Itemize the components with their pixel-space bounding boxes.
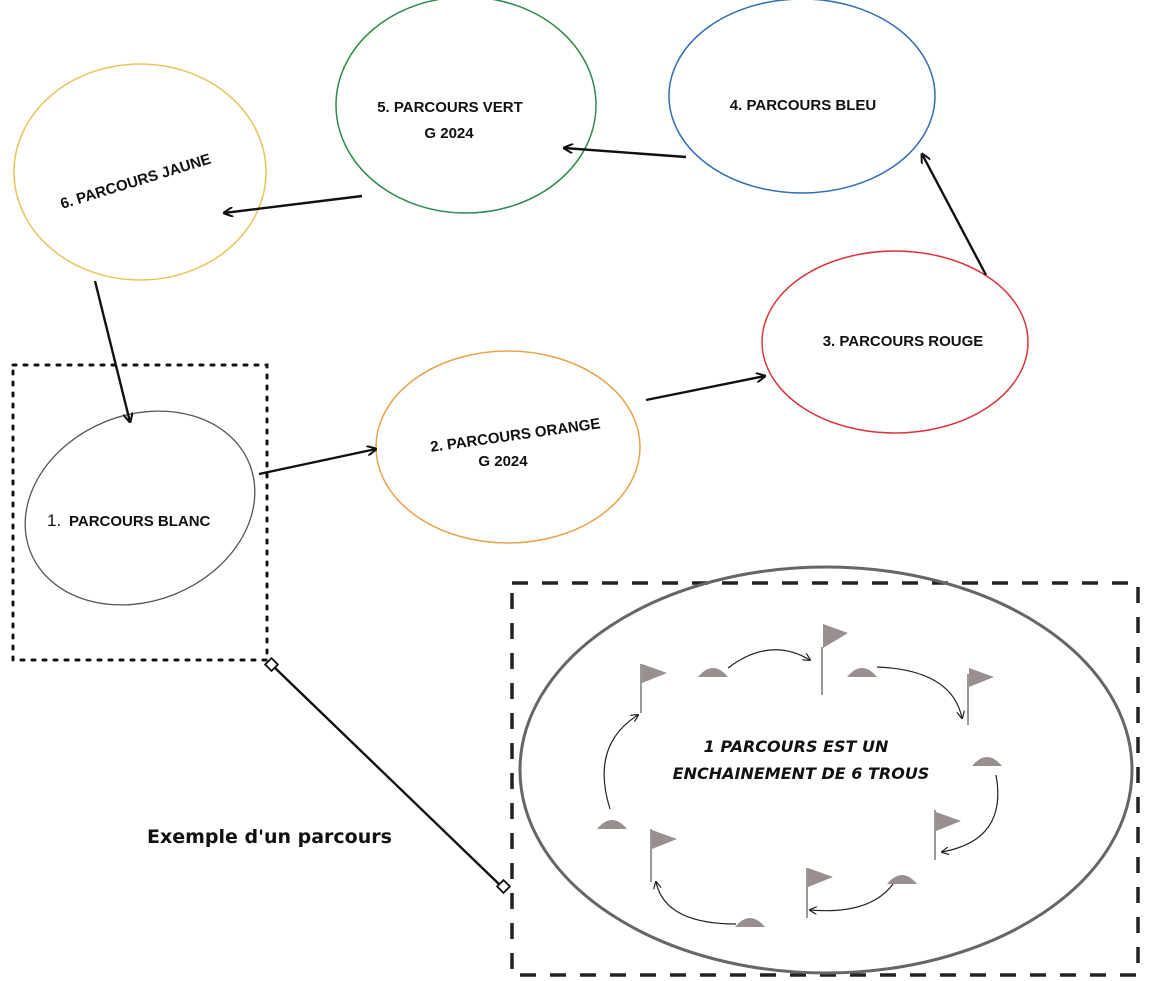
flag-icon (934, 810, 961, 860)
flag-icon (650, 829, 677, 882)
example-panel: 1 PARCOURS EST UN ENCHAINEMENT DE 6 TROU… (510, 565, 1140, 977)
course-vert-oval (335, 0, 597, 214)
course-bleu-label: 4. PARCOURS BLEU (730, 97, 876, 114)
selection-box-dotted (11, 363, 269, 662)
course-rouge: 3. PARCOURS ROUGE (761, 250, 1029, 434)
arrow-orange-to-rouge (645, 376, 765, 402)
tee-mound-icon (735, 918, 765, 927)
hole-path (603, 715, 638, 810)
arrow-rouge-to-bleu (922, 154, 988, 276)
connector-line (273, 666, 503, 888)
example-text-line1: 1 PARCOURS EST UN (704, 737, 889, 756)
sequence-arrows (93, 148, 988, 476)
hole-path (727, 649, 810, 669)
tee-mounds (597, 668, 1002, 927)
example-caption: Exemple d'un parcours (147, 826, 392, 848)
course-vert: 5. PARCOURS VERT G 2024 (335, 0, 597, 214)
course-blanc-oval (24, 410, 256, 606)
flag-icon (640, 664, 667, 713)
example-course-oval (518, 565, 1134, 975)
example-text-line2: ENCHAINEMENT DE 6 TROUS (673, 764, 930, 783)
course-vert-subtitle: G 2024 (424, 125, 474, 142)
example-connector (263, 656, 512, 895)
tee-mound-icon (698, 668, 728, 677)
course-vert-label: 5. PARCOURS VERT (377, 99, 523, 116)
course-orange-subtitle: G 2024 (478, 453, 528, 470)
example-dashed-box (510, 581, 1140, 977)
course-jaune-label: 6. PARCOURS JAUNE (58, 151, 213, 213)
course-blanc-number: 1. (47, 511, 61, 530)
course-rouge-label: 3. PARCOURS ROUGE (823, 333, 984, 350)
flags (640, 624, 994, 918)
flag-icon (806, 868, 833, 918)
arrow-blanc-to-orange (258, 449, 376, 476)
course-bleu: 4. PARCOURS BLEU (668, 0, 936, 194)
course-orange-label: 2. PARCOURS ORANGE (429, 415, 601, 456)
arrow-vert-to-jaune (224, 194, 363, 213)
flag-icon (967, 668, 994, 725)
hole-path (810, 883, 894, 911)
arrow-jaune-to-blanc (93, 280, 130, 422)
course-blanc-label: PARCOURS BLANC (69, 513, 211, 530)
tee-mound-icon (597, 820, 627, 829)
course-bleu-oval (668, 0, 936, 194)
hole-path (876, 666, 962, 718)
course-orange: 2. PARCOURS ORANGE G 2024 (375, 350, 641, 544)
arrow-bleu-to-vert (564, 148, 687, 159)
hole-path (656, 882, 737, 925)
course-blanc: 1. PARCOURS BLANC (24, 410, 256, 606)
tee-mound-icon (887, 875, 917, 884)
hole-paths (603, 649, 999, 925)
course-orange-oval (375, 350, 641, 544)
flag-icon (821, 624, 848, 695)
connector-start-handle (263, 656, 280, 673)
hole-path (942, 774, 999, 852)
course-rouge-oval (761, 250, 1029, 434)
course-jaune: 6. PARCOURS JAUNE (13, 63, 267, 281)
tee-mound-icon (847, 668, 877, 677)
connector-end-handle (495, 878, 512, 895)
course-jaune-oval (13, 63, 267, 281)
tee-mound-icon (972, 757, 1002, 766)
